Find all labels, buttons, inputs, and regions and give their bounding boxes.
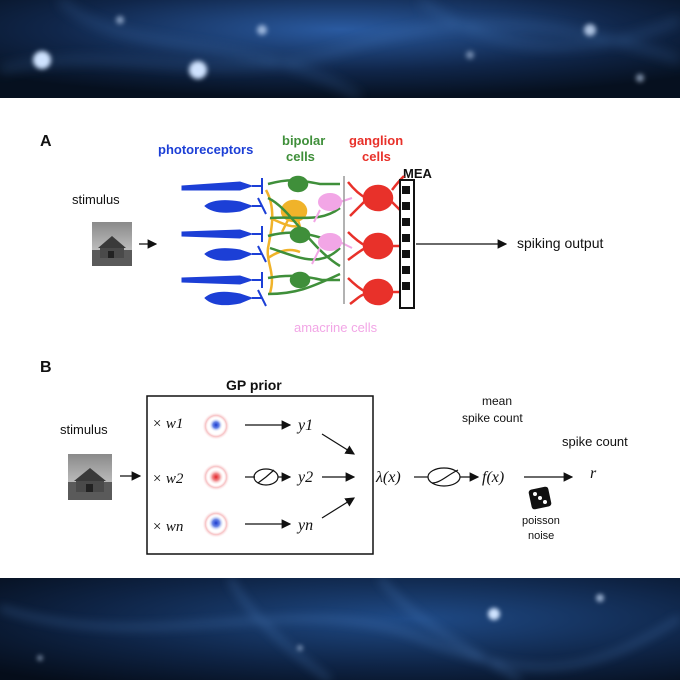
photoreceptors-label: photoreceptors [158, 142, 253, 157]
mean-label-line1: mean [482, 394, 512, 408]
noise-label-line1: poisson [522, 515, 560, 527]
f-label: f(x) [482, 469, 504, 486]
spike-count-label: spike count [562, 434, 628, 449]
retina-model-diagram: A stimulus photoreceptors bipolar cells … [40, 133, 628, 555]
stimulus-label-b: stimulus [60, 422, 108, 437]
photoreceptor-cells [181, 178, 267, 307]
amacrine-cells [311, 193, 353, 265]
mean-label-line2: spike count [462, 411, 523, 425]
arrow-y1-to-sum [321, 433, 356, 455]
output-y2: y2 [296, 469, 313, 486]
weight-1: × w1 [152, 416, 183, 432]
network-background-image [0, 0, 680, 98]
r-label: r [590, 465, 597, 482]
output-nonlinearity-icon [427, 467, 461, 487]
mea-electrode-array [399, 179, 415, 309]
panel-a-label: A [40, 133, 52, 150]
bipolar-label-line2: cells [286, 149, 315, 164]
output-y1: y1 [296, 417, 313, 434]
arrow-yn-to-sum [321, 497, 356, 519]
receptive-field-n [202, 510, 230, 538]
receptive-field-2 [202, 463, 230, 491]
stimulus-image-b [68, 454, 112, 500]
ganglion-cells [347, 175, 406, 306]
weight-2: × w2 [152, 471, 184, 487]
gp-prior-label: GP prior [226, 377, 282, 393]
weight-n: × wn [152, 519, 183, 535]
output-yn: yn [296, 517, 313, 534]
stimulus-label-a: stimulus [72, 192, 120, 207]
amacrine-label: amacrine cells [294, 320, 378, 335]
figure-panel: A stimulus photoreceptors bipolar cells … [0, 98, 680, 578]
panel-b-label: B [40, 359, 52, 376]
spiking-output-label: spiking output [517, 235, 604, 251]
mea-label: MEA [403, 166, 433, 181]
background-top [0, 0, 680, 98]
dice-icon [528, 486, 552, 510]
ganglion-label-line1: ganglion [349, 133, 403, 148]
nonlinearity-icon [253, 468, 279, 486]
network-background-image [0, 578, 680, 680]
gp-prior-box [146, 395, 374, 555]
lambda-label: λ(x) [375, 469, 401, 486]
background-bottom [0, 578, 680, 680]
stimulus-image-a [92, 222, 132, 266]
receptive-field-1 [202, 412, 230, 440]
ganglion-label-line2: cells [362, 149, 391, 164]
bipolar-label-line1: bipolar [282, 133, 325, 148]
noise-label-line2: noise [528, 530, 554, 542]
